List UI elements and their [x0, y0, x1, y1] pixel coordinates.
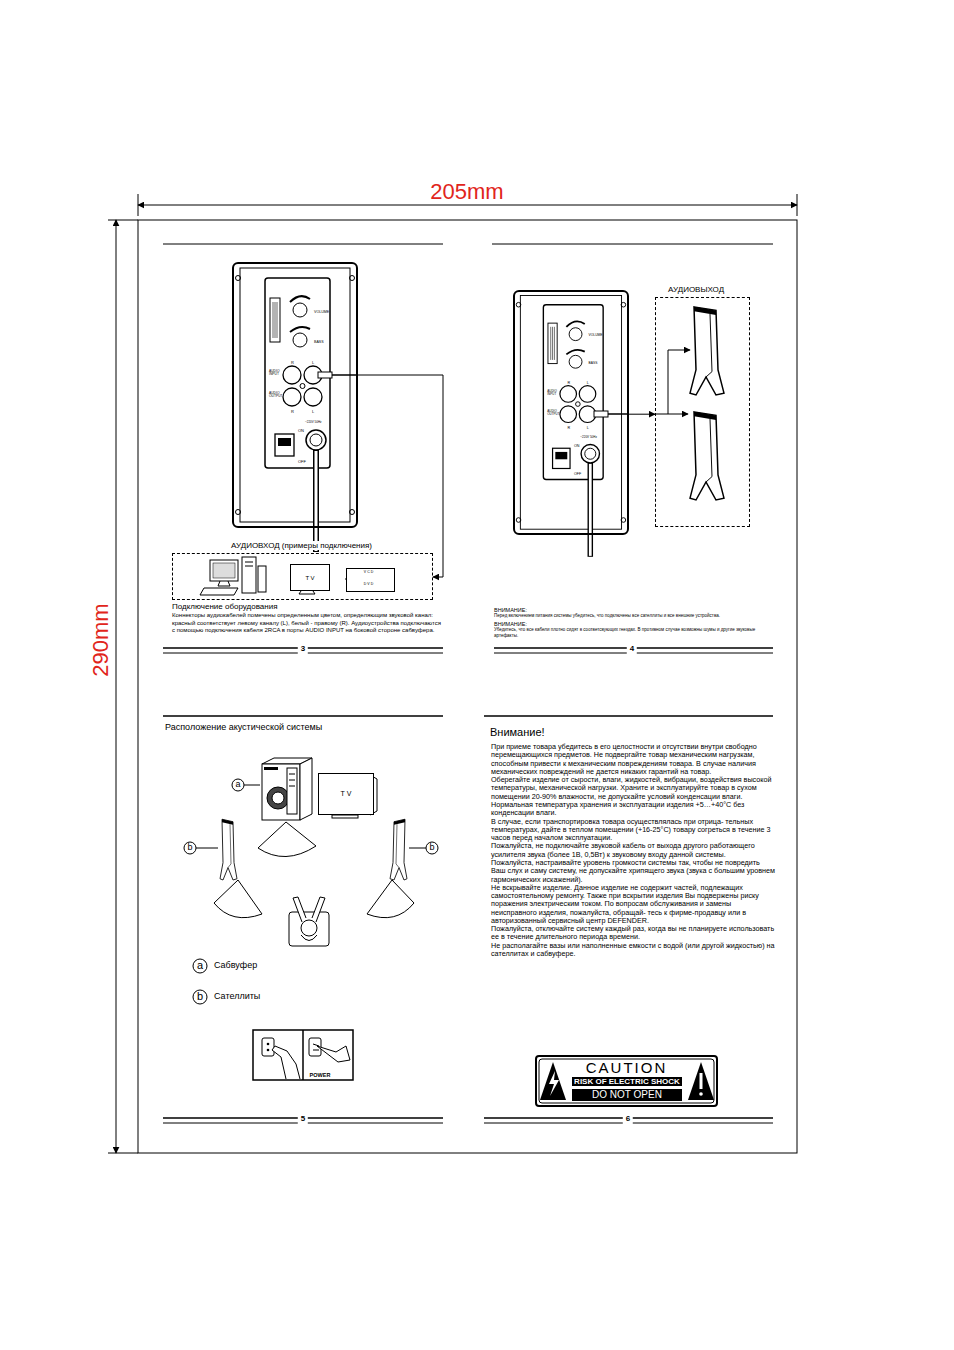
body-text: Пожалуйста, отключайте систему каждый ра… — [491, 925, 776, 942]
dimension: 205mm — [430, 179, 503, 204]
dimension: 290mm — [90, 603, 112, 676]
section-heading: Подключение оборудования — [172, 602, 444, 611]
device-label: V C D — [347, 570, 390, 574]
panel-label: R — [291, 361, 294, 366]
section-heading: Расположение акустической системы — [165, 722, 322, 732]
signal-connector — [629, 414, 655, 415]
panel-label: BASS — [314, 340, 324, 344]
body-text: Нормальная температура хранения и эксплу… — [491, 801, 776, 818]
callout-letter: b — [187, 843, 192, 852]
page-number: 6 — [623, 1115, 633, 1124]
panel-label: ON — [298, 429, 304, 434]
warning-heading: ВНИМАНИЕ: — [494, 621, 776, 627]
body-text: Не располагайте вазы или наполненные емк… — [491, 942, 776, 959]
panel-label: L — [587, 381, 589, 385]
audio-input-group: АУДИОВХОД (примеры подключения)T VV C DD… — [172, 553, 433, 600]
page-number: 4 — [627, 645, 637, 654]
sign-warning: DO NOT OPEN — [572, 1089, 682, 1101]
panel-label: OFF — [574, 472, 581, 476]
callout-letter: b — [429, 843, 434, 852]
panel-label: AUDIO OUTPUT — [269, 392, 285, 399]
panel-label: R — [291, 410, 294, 415]
panel-label: ~220V 50Hz — [305, 421, 322, 424]
page-number: 5 — [298, 1115, 308, 1124]
text-column: Подключение оборудованияКоннекторы аудио… — [172, 602, 444, 635]
panel-label: L — [312, 361, 314, 366]
body-text: В случае, если транспортировка товара ос… — [491, 818, 776, 843]
panel-label: AUDIO INPUT — [547, 390, 561, 396]
amplifier-panel: VOLUME BASS R L AUDIO INPUT AUDIO OUTPUT R L ON O… — [232, 262, 358, 528]
group-heading: АУДИОВХОД (примеры подключения) — [229, 541, 374, 550]
panel-label: OFF — [298, 460, 306, 465]
panel-label: R — [567, 381, 570, 385]
audio-output-group: АУДИОВЫХОД — [655, 297, 750, 527]
page-number: 3 — [298, 645, 308, 654]
body-text: Оберегайте изделие от сырости, влаги, жи… — [491, 776, 776, 801]
panel-label: ON — [574, 444, 580, 448]
tv-box: T V — [318, 773, 374, 815]
panel-label: ~220V 50Hz — [580, 436, 597, 439]
panel-label: L — [312, 410, 314, 415]
callout-letter: a — [197, 960, 203, 971]
callout-letter: a — [235, 780, 240, 789]
body-text: При приеме товара убедитесь в его целост… — [491, 743, 776, 776]
body-text: Коннекторы аудиокабелей помечены определ… — [172, 612, 444, 635]
tv-box: T V — [290, 564, 330, 591]
device-label: D V D — [347, 582, 390, 586]
panel-label: R — [567, 426, 570, 430]
warning-heading: ВНИМАНИЕ: — [494, 607, 776, 613]
panel-label: L — [587, 426, 589, 430]
warning-text: Убедитесь, что все кабели плотно сидят в… — [494, 627, 776, 638]
panel-label: VOLUME — [314, 310, 329, 314]
warning-text: Перед включением питания системы убедите… — [494, 613, 776, 618]
panel-label: AUDIO INPUT — [269, 370, 284, 377]
section-heading: Внимание! — [490, 726, 545, 739]
player-box: V C D D V D — [346, 568, 395, 592]
sign-title: CAUTION — [537, 1059, 716, 1076]
panel-label: AUDIO OUTPUT — [547, 410, 562, 416]
legend-text: Сателлиты — [214, 992, 260, 1001]
body-text: Не вскрывайте изделие. Данное изделие не… — [491, 884, 776, 925]
legend-text: Сабвуфер — [214, 961, 257, 970]
callout-letter: b — [197, 991, 203, 1002]
text-column: При приеме товара убедитесь в его целост… — [491, 743, 776, 958]
caution-sign: CAUTIONRISK OF ELECTRIC SHOCK DO NOT OPEN — [535, 1055, 718, 1107]
text-column: ВНИМАНИЕ:Перед включением питания систем… — [494, 607, 776, 638]
device-label: T V — [291, 574, 329, 581]
body-text: Пожалуйста, не подключайте звуковой кабе… — [491, 842, 776, 859]
panel-label: BASS — [589, 362, 598, 366]
device-label: T V — [319, 790, 373, 798]
body-text: Пожалуйста, настраивайте уровень громкос… — [491, 859, 776, 884]
icon-caption: POWER — [310, 1072, 331, 1078]
panel-label: VOLUME — [589, 334, 603, 338]
group-heading: АУДИОВЫХОД — [666, 285, 726, 294]
amplifier-panel: VOLUME BASS R L AUDIO INPUT AUDIO OUTPUT R L ON O… — [513, 290, 629, 535]
sign-warning: RISK OF ELECTRIC SHOCK — [572, 1077, 682, 1086]
